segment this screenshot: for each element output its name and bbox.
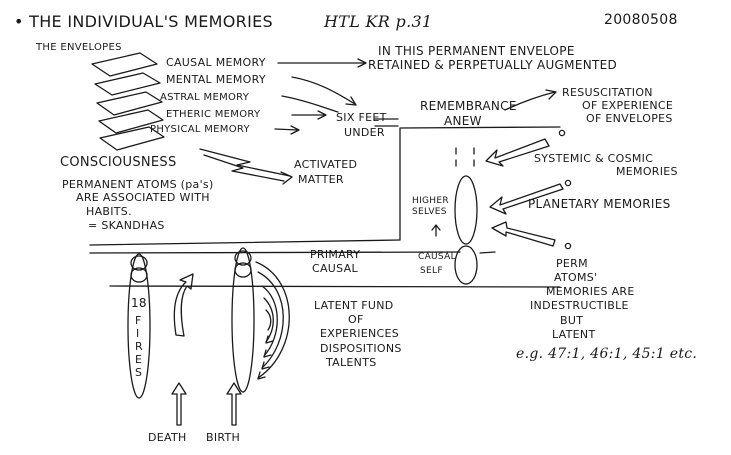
envelope-layer-physical: PHYSICAL MEMORY — [150, 124, 250, 135]
activated-line1: ACTIVATED — [294, 158, 358, 171]
up-arrows — [172, 383, 241, 425]
envelopes-heading: THE ENVELOPES — [36, 42, 122, 53]
resuscitation-line3: OF ENVELOPES — [586, 112, 673, 125]
envelope-layer-etheric: ETHERIC MEMORY — [166, 109, 261, 120]
fires-letter: R — [135, 340, 143, 353]
latent-fund-line2: OF — [348, 313, 364, 326]
perm-line5: BUT — [560, 314, 584, 327]
six-feet-line2: UNDER — [344, 126, 385, 139]
birth-label: BIRTH — [206, 431, 241, 444]
date-label: 20080508 — [604, 12, 678, 28]
latent-fund-arrows — [256, 262, 289, 379]
right-bullets — [559, 130, 570, 248]
fires-letter: F — [135, 314, 142, 327]
activated-line2: MATTER — [298, 173, 344, 186]
remembrance-line2: ANEW — [444, 114, 482, 128]
incoming-arrows — [486, 139, 563, 246]
resuscitation-line1: RESUSCITATION — [562, 86, 653, 99]
perm-line1: PERM — [556, 257, 588, 270]
latent-fund-line4: DISPOSITIONS — [320, 342, 402, 355]
envelope-layer-astral: ASTRAL MEMORY — [160, 92, 250, 103]
resuscitation-line2: OF EXPERIENCE — [582, 99, 674, 112]
pa-line3: HABITS. — [86, 205, 132, 218]
perm-line4: INDESTRUCTIBLE — [530, 299, 629, 312]
systemic-line1: SYSTEMIC & COSMIC — [534, 152, 654, 165]
envelope-layer-mental: MENTAL MEMORY — [166, 73, 266, 86]
envelope-stack — [92, 53, 164, 150]
envelope-arrows — [275, 59, 366, 134]
consciousness-heading: CONSCIOUSNESS — [60, 155, 177, 170]
remembrance-connector — [375, 90, 556, 126]
planetary-memories: PLANETARY MEMORIES — [528, 197, 671, 211]
primary-causal-line2: CAUSAL — [312, 262, 358, 275]
fires-capsule — [128, 254, 150, 398]
latent-fund-line3: EXPERIENCES — [320, 327, 400, 340]
example-values: e.g. 47:1, 46:1, 45:1 etc. — [516, 346, 698, 362]
latent-fund-line1: LATENT FUND — [314, 299, 394, 312]
envelope-layer-causal: CAUSAL MEMORY — [166, 56, 266, 69]
six-feet-line1: SIX FEET — [336, 111, 387, 124]
latent-fund-line5: TALENTS — [326, 356, 377, 369]
perm-line2: ATOMS' — [554, 271, 598, 284]
causal-self-line2: SELF — [420, 266, 443, 276]
pa-line4: = SKANDHAS — [88, 219, 165, 232]
fires-letter: E — [135, 353, 143, 366]
higher-selves-line1: HIGHER — [412, 196, 449, 206]
reference-label: HTL KR p.31 — [324, 12, 433, 31]
death-birth-curve — [174, 274, 193, 336]
fires-letter: I — [136, 327, 140, 340]
causal-note-line2: RETAINED & PERPETUALLY AUGMENTED — [368, 58, 618, 72]
pa-line1: PERMANENT ATOMS (pa's) — [62, 178, 214, 191]
causal-note-line1: IN THIS PERMANENT ENVELOPE — [378, 44, 575, 58]
fires-letter: S — [135, 366, 143, 379]
self-capsule — [432, 148, 477, 284]
lightning-arrow — [200, 149, 292, 184]
higher-selves-line2: SELVES — [412, 207, 447, 217]
pa-line2: ARE ASSOCIATED WITH — [76, 191, 210, 204]
death-label: DEATH — [148, 431, 187, 444]
perm-line6: LATENT — [552, 328, 596, 341]
birth-capsule — [232, 248, 254, 392]
structure-frame — [90, 127, 560, 287]
causal-self-line1: CAUSAL — [418, 252, 456, 262]
fires-number: 18 — [131, 296, 147, 310]
primary-causal-line1: PRIMARY — [310, 248, 361, 261]
remembrance-line1: REMEMBRANCE — [420, 99, 517, 113]
systemic-line2: MEMORIES — [616, 165, 678, 178]
page-title: • THE INDIVIDUAL'S MEMORIES — [14, 12, 273, 31]
perm-line3: MEMORIES ARE — [546, 285, 635, 298]
